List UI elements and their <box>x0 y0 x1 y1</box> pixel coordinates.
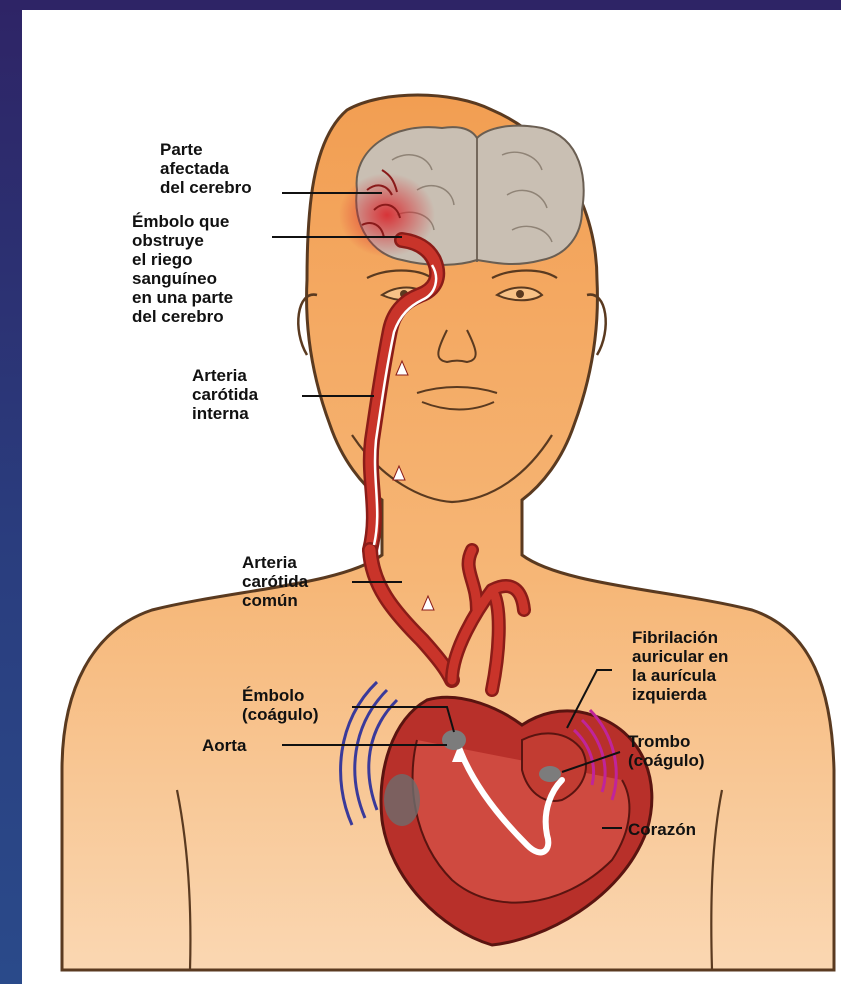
right-pupil <box>516 290 524 298</box>
stroke-diagram <box>22 10 841 984</box>
illustration-panel: Parte afectada del cerebro Émbolo que ob… <box>22 10 841 984</box>
label-trombo: Trombo (coágulo) <box>628 732 705 770</box>
thrombus-clot <box>539 766 561 782</box>
label-embolo-obstruye: Émbolo que obstruye el riego sanguíneo e… <box>132 212 233 326</box>
heart-shadow-left <box>384 774 420 826</box>
label-arteria-carotida-comun: Arteria carótida común <box>242 553 308 610</box>
embolus-clot <box>442 730 466 750</box>
label-corazon: Corazón <box>628 820 696 839</box>
label-embolo-coagulo: Émbolo (coágulo) <box>242 686 319 724</box>
label-aorta: Aorta <box>202 736 246 755</box>
label-fibrilacion: Fibrilación auricular en la aurícula izq… <box>632 628 728 704</box>
label-parte-afectada: Parte afectada del cerebro <box>160 140 252 197</box>
label-arteria-carotida-interna: Arteria carótida interna <box>192 366 258 423</box>
